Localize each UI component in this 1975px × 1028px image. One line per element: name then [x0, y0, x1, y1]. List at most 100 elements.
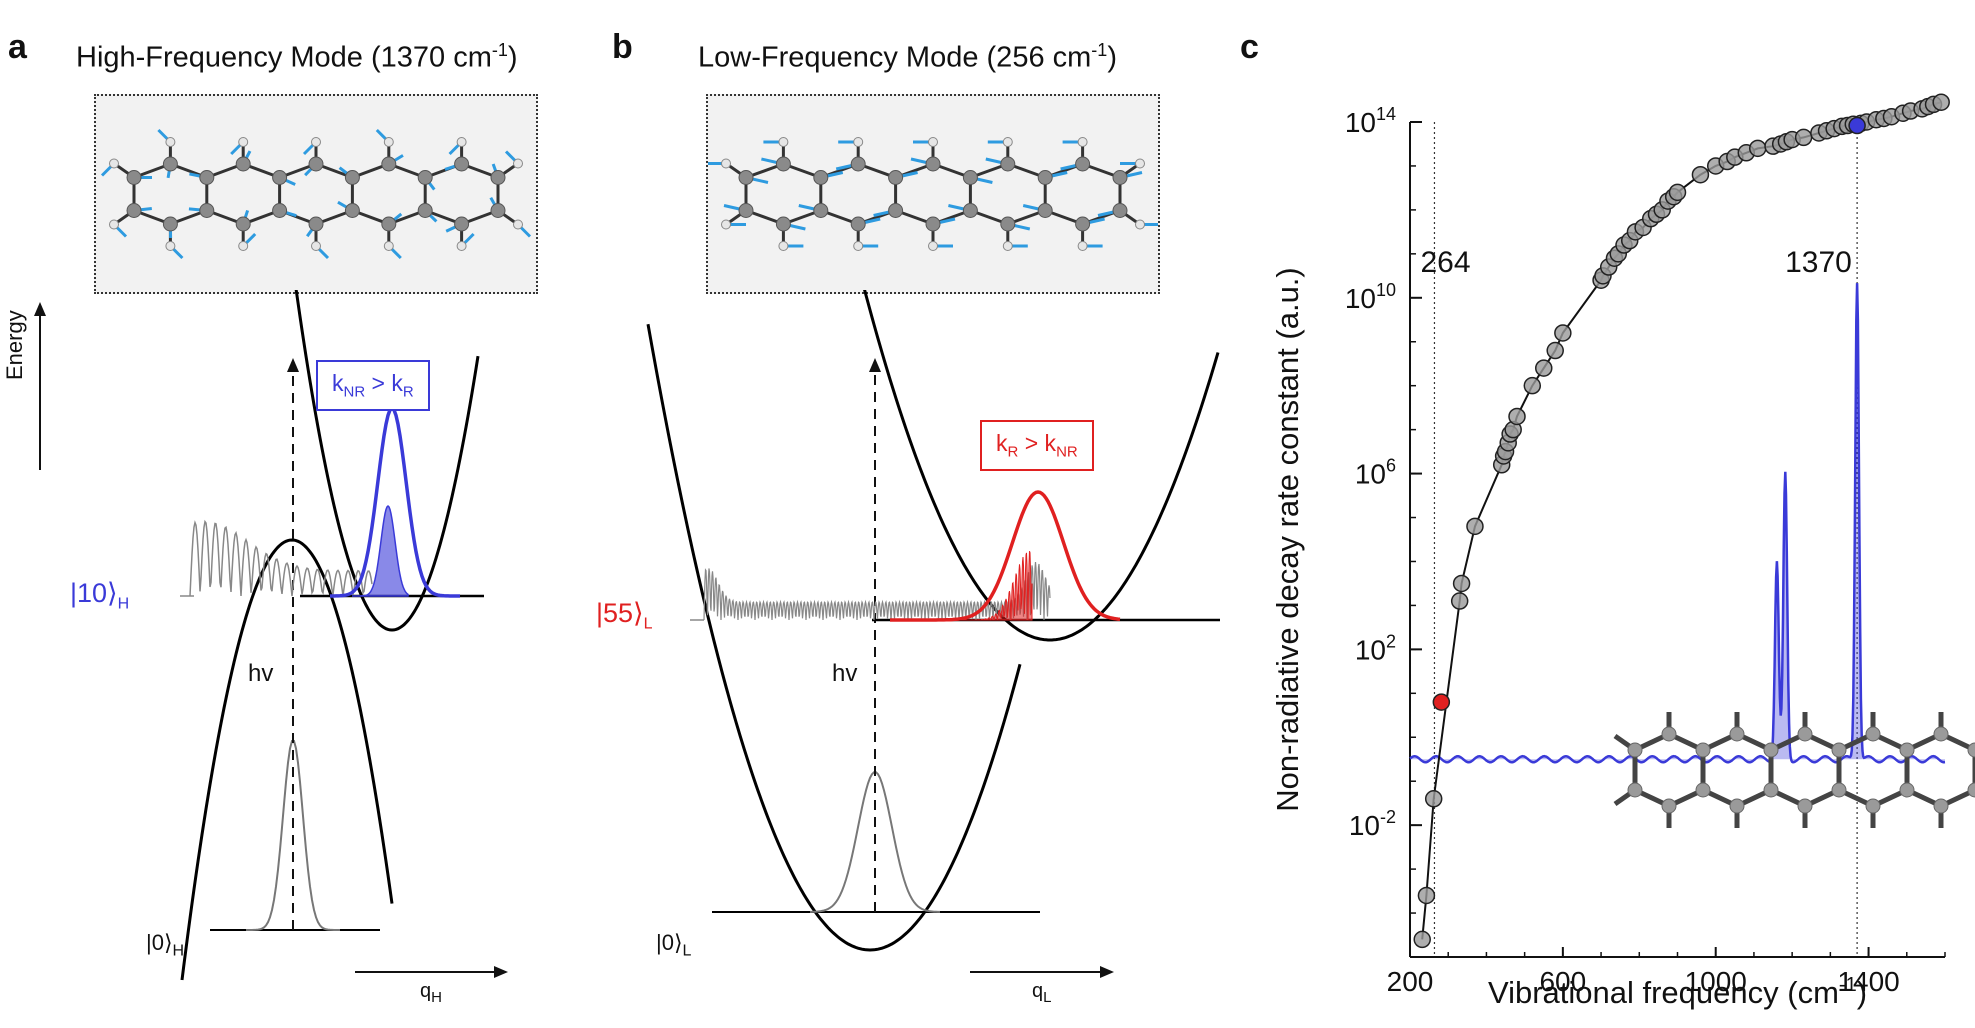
carbon-atom [738, 170, 754, 185]
panel-b-molecule [706, 137, 1160, 251]
carbon-atom [1627, 782, 1643, 798]
carbon-atom [738, 203, 754, 218]
carbon-atom [1763, 742, 1779, 758]
data-point [1450, 592, 1469, 610]
annotation-264: 264 [1420, 246, 1470, 279]
carbon-atom [490, 170, 506, 185]
carbon-atom [1797, 726, 1813, 742]
overlap-area [352, 504, 409, 597]
carbon-atom [381, 216, 397, 232]
data-point [1932, 93, 1950, 111]
carbon-atom [1695, 742, 1711, 758]
panel-a-excited-ket: |10⟩H [70, 578, 129, 613]
y-tick-label: 106 [1355, 456, 1396, 490]
carbon-atom [344, 170, 360, 185]
carbon-atom [1729, 726, 1745, 742]
carbon-atom [1661, 726, 1677, 742]
carbon-atom [126, 203, 142, 218]
x-tick-label: 1000 [1685, 966, 1747, 997]
carbon-atom [1075, 156, 1091, 172]
carbon-atom [1967, 742, 1975, 758]
y-tick-label: 102 [1355, 631, 1396, 665]
hydrogen-atom [238, 241, 249, 251]
hydrogen-atom [721, 158, 731, 169]
rate-k-1: k [332, 370, 344, 396]
hydrogen-atom [165, 241, 176, 251]
hydrogen-atom [311, 137, 321, 147]
carbon-atom [1037, 170, 1053, 185]
panel-a-title-text: High-Frequency Mode (1370 cm [76, 41, 492, 74]
ground-state-potential [180, 538, 394, 981]
carbon-atom [1112, 203, 1128, 218]
overlap-area [960, 551, 1033, 621]
carbon-atom [1000, 216, 1016, 232]
hydrogen-atom [456, 137, 467, 147]
carbon-atom [850, 216, 866, 232]
y-tick-label: 1014 [1345, 104, 1396, 138]
excitation-arrowhead [869, 358, 881, 372]
hydrogen-atom [1135, 219, 1145, 230]
data-point [1523, 376, 1542, 395]
excited-gaussian [330, 405, 460, 598]
ket-main: |55⟩ [596, 598, 644, 628]
panel-a-title-sup: -1 [491, 40, 508, 60]
spectrum-fill [1410, 283, 1945, 763]
excitation-arrowhead [287, 358, 299, 372]
hydrogen-atom [383, 241, 394, 251]
hydrogen-atom [513, 219, 523, 230]
panel-b-title-sup: -1 [1091, 40, 1108, 60]
hydrogen-atom [778, 137, 789, 147]
panel-c-label: c [1240, 28, 1259, 66]
data-point [1452, 574, 1471, 593]
panel-a-axis-label: qH [420, 980, 442, 1006]
hydrogen-atom [928, 137, 938, 147]
panel-a-energy-label: Energy [2, 310, 27, 380]
data-point [1466, 517, 1484, 536]
panel-b-axis-label: qL [1032, 980, 1051, 1006]
excited-state-potential [863, 290, 1220, 642]
carbon-atom [1933, 726, 1949, 742]
panel-b-title-end: ) [1107, 41, 1117, 74]
carbon-atom [1075, 216, 1091, 232]
rate-k-1: k [996, 430, 1008, 456]
hydrogen-atom [1077, 137, 1088, 147]
annotation-1370: 1370 [1785, 246, 1852, 279]
panel-b-title: Low-Frequency Mode (256 cm-1) [698, 40, 1117, 75]
panel-a-molecule-box [94, 94, 538, 294]
excited-state-potential [294, 290, 480, 632]
carbon-atom [1831, 742, 1847, 758]
panel-b-excited-ket: |55⟩L [596, 598, 653, 633]
ket-main: |10⟩ [70, 578, 118, 608]
ket-sub: L [643, 615, 653, 633]
carbon-atom [813, 203, 829, 218]
data-point [1413, 930, 1431, 949]
carbon-atom [1865, 726, 1881, 742]
rate-mid: > k [365, 370, 403, 396]
carbon-atom [850, 156, 866, 172]
carbon-atom [381, 156, 397, 172]
carbon-atom [454, 216, 470, 232]
energy-axis-arrowhead [34, 302, 46, 316]
carbon-atom [199, 170, 215, 185]
hydrogen-atom [721, 219, 731, 230]
carbon-atom [162, 156, 178, 172]
rate-sub-2: R [402, 383, 414, 401]
panel-b-ground-ket: |0⟩L [656, 930, 691, 960]
axis-main: q [1032, 980, 1044, 1002]
spectrum-line [1409, 283, 1946, 764]
y-tick-label: 1010 [1345, 280, 1396, 314]
hydrogen-atom [928, 241, 938, 251]
carbon-atom [417, 203, 433, 218]
hydrogen-atom [383, 137, 394, 147]
panel-a-rate-box: kNR > kR [316, 360, 430, 411]
data-point [1546, 341, 1564, 360]
carbon-atom [1899, 742, 1915, 758]
carbon-atom [1899, 782, 1915, 798]
x-tick-label: 600 [1539, 966, 1586, 997]
panel-a-label: a [8, 28, 27, 66]
carbon-atom [199, 203, 215, 218]
carbon-atom [272, 203, 288, 218]
carbon-atom [1112, 170, 1128, 185]
carbon-atom [235, 216, 251, 232]
carbon-atom [308, 216, 324, 232]
